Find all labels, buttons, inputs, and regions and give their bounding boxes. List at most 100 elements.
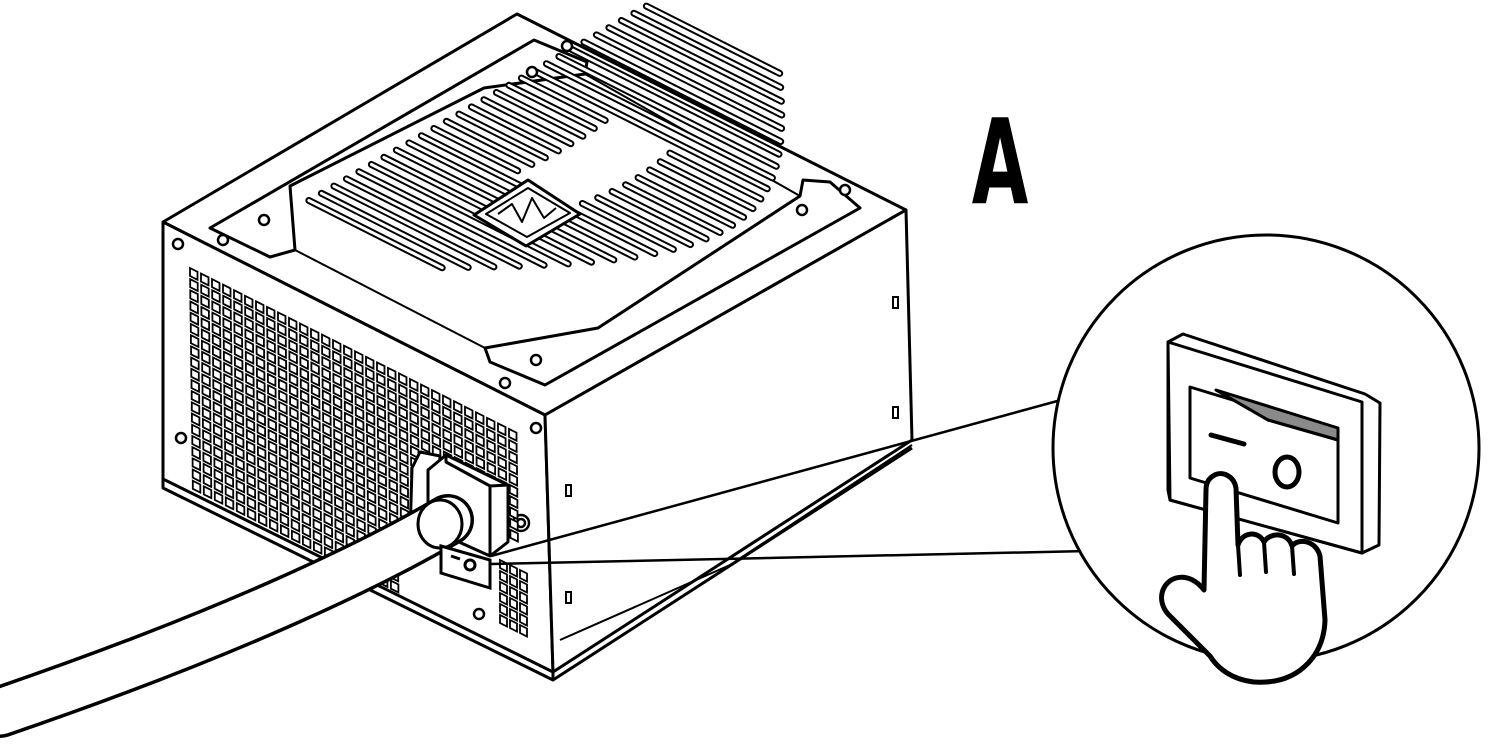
screw-icon (525, 65, 539, 79)
vent-hole (334, 506, 344, 522)
vent-hole (268, 484, 278, 500)
vent-hole (409, 388, 419, 404)
grille-slot-inner (457, 112, 547, 160)
vent-hole (244, 339, 255, 354)
vent-hole (279, 490, 289, 505)
vent-hole (354, 349, 364, 365)
vent-hole (354, 405, 365, 421)
vent-hole (189, 311, 200, 327)
vent-hole (354, 372, 364, 387)
vent-hole (344, 456, 354, 471)
vent-hole (519, 568, 528, 583)
vent-hole (343, 400, 354, 415)
vent-hole (299, 389, 310, 404)
vent-hole (453, 410, 463, 426)
vent-hole (234, 411, 245, 427)
vent-hole (431, 399, 441, 415)
vent-hole (497, 466, 508, 482)
vent-hole (334, 495, 344, 511)
vent-hole (266, 339, 276, 354)
vent-hole (290, 484, 300, 500)
vent-hole (257, 512, 268, 528)
vent-hole (365, 366, 375, 382)
vent-hole (256, 389, 266, 405)
vent-hole (256, 445, 267, 461)
vent-hole (365, 400, 376, 415)
vent-hole (211, 288, 221, 304)
front-vent-perforation (189, 266, 528, 638)
vent-hole (213, 479, 224, 494)
vent-hole (344, 478, 355, 494)
grille-slot-inner (319, 191, 470, 269)
vent-hole (486, 438, 496, 454)
vent-hole (312, 484, 322, 500)
vent-hole (356, 517, 366, 533)
vent-hole (388, 500, 399, 516)
vent-hole (266, 316, 276, 332)
vent-hole (354, 383, 364, 399)
vent-hole (212, 400, 223, 416)
vent-hole (377, 472, 387, 488)
vent-hole (212, 389, 222, 405)
vent-hole (332, 383, 343, 399)
vent-hole (475, 433, 485, 448)
vent-hole (289, 439, 300, 455)
vent-hole (255, 322, 265, 337)
vent-hole (508, 494, 519, 510)
grille-slot-inner (507, 83, 596, 130)
vent-hole (453, 422, 463, 437)
vent-hole (321, 333, 331, 348)
vent-hole (344, 445, 354, 460)
vent-hole (508, 472, 518, 487)
vent-hole (222, 305, 232, 321)
vent-hole (301, 512, 312, 528)
psu-rocker-switch (439, 544, 492, 591)
vent-hole (245, 428, 256, 444)
vent-hole (355, 450, 365, 466)
screw-icon (216, 233, 230, 247)
vent-hole (398, 371, 408, 387)
vent-hole (234, 389, 244, 405)
vent-hole (333, 417, 343, 432)
vent-hole (509, 574, 518, 589)
vent-hole (343, 411, 354, 427)
vent-hole (278, 445, 289, 460)
vent-hole (499, 569, 508, 584)
vent-hole (442, 394, 452, 409)
vent-hole (256, 400, 266, 416)
vent-hole (442, 416, 452, 432)
grille-slot-inner (582, 40, 783, 143)
vent-hole (344, 489, 355, 505)
vent-hole (212, 378, 222, 394)
vent-hole (312, 506, 322, 522)
vent-hole (301, 523, 312, 539)
vent-hole (255, 355, 266, 371)
vent-hole (244, 305, 254, 321)
vent-hole (323, 501, 333, 516)
vent-hole (499, 591, 508, 606)
vent-hole (322, 467, 333, 483)
vent-hole (453, 433, 463, 448)
vent-hole (290, 518, 301, 533)
grille-slot-inner (482, 98, 573, 146)
vent-hole (223, 417, 234, 433)
vent-hole (365, 411, 376, 427)
vent-hole (475, 455, 486, 471)
pointing-hand-icon (1159, 471, 1328, 685)
vent-hole (213, 456, 223, 472)
side-panel-clips (565, 296, 899, 604)
vent-hole (189, 333, 200, 349)
vent-hole (398, 383, 408, 398)
vent-hole (509, 517, 519, 532)
vent-hole (366, 478, 377, 494)
screw-icon (498, 376, 512, 390)
grille-slot-inner (580, 202, 675, 251)
vent-hole (288, 338, 298, 354)
vent-hole (256, 423, 267, 438)
vent-hole (310, 327, 320, 343)
grille-slot-inner (619, 19, 783, 103)
vent-hole (278, 400, 288, 416)
grille-slot-inner (569, 47, 781, 156)
vent-hole (233, 333, 244, 349)
vent-hole (311, 473, 322, 488)
